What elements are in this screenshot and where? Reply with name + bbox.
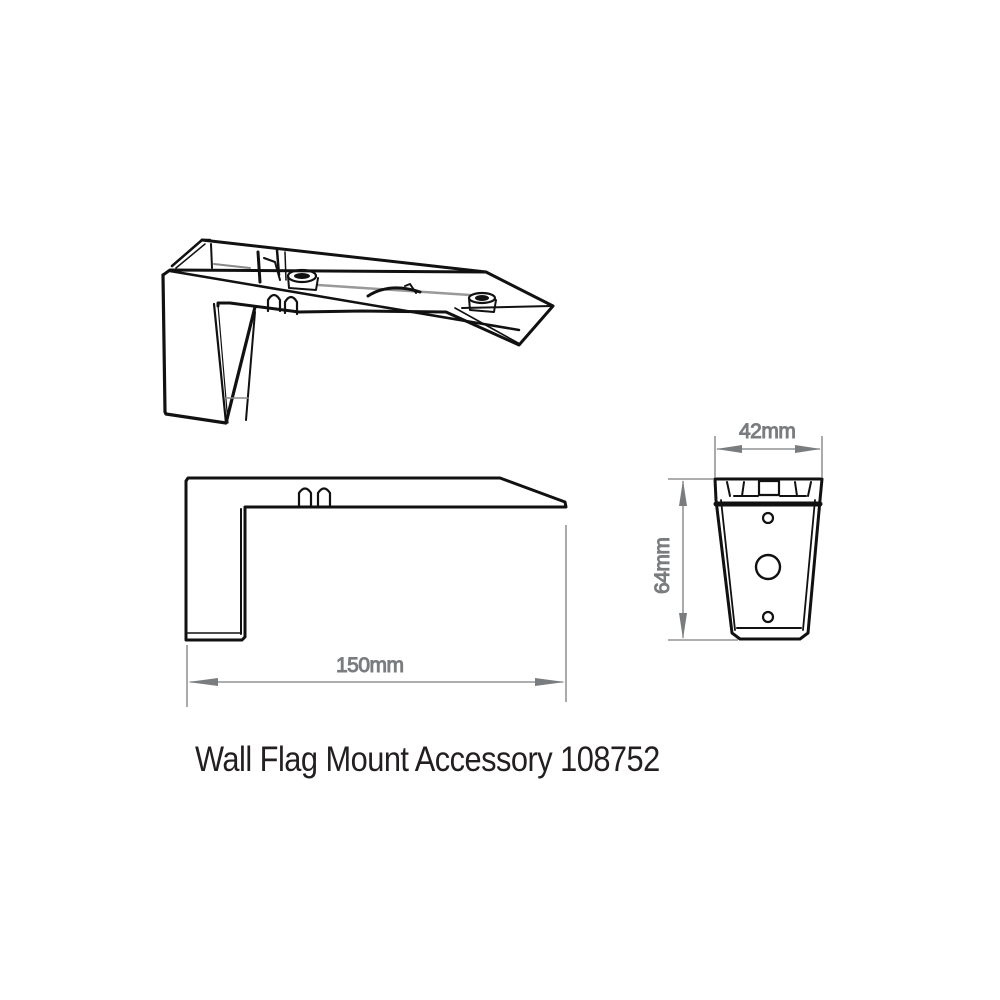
height-label: 64mm: [651, 538, 674, 594]
width-label: 42mm: [739, 420, 795, 443]
isometric-view: [161, 238, 555, 425]
length-label: 150mm: [336, 654, 404, 677]
width-dimension: 42mm: [714, 420, 823, 478]
front-view: [713, 477, 824, 641]
height-dimension: 64mm: [651, 478, 738, 641]
length-dimension: 150mm: [186, 525, 567, 707]
product-caption: Wall Flag Mount Accessory 108752: [195, 740, 660, 779]
side-view: [184, 476, 568, 642]
